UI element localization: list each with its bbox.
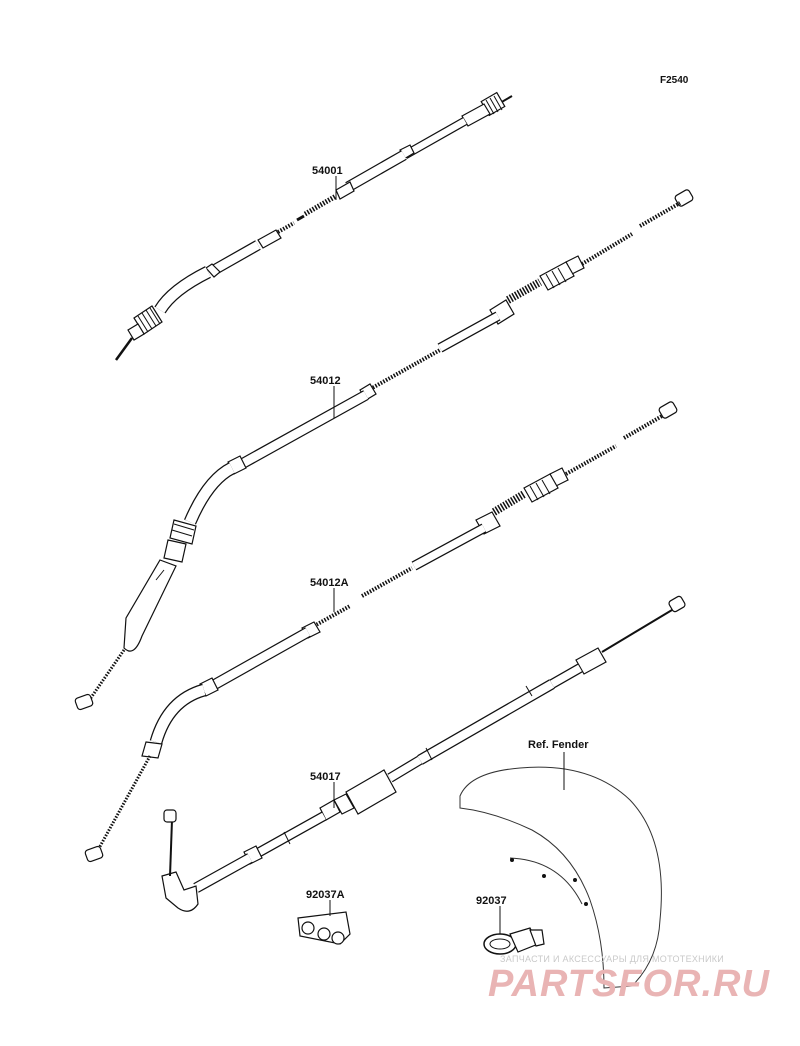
front-fender [459,766,662,989]
part-label-92037A: 92037A [306,889,345,901]
cable-54001 [114,91,513,361]
grommet-92037 [483,927,545,955]
diagram-code: F2540 [660,75,689,86]
part-label-54001: 54001 [312,165,343,177]
watermark-brand: PARTSFOR.RU [488,963,770,1005]
clamp-92037A [297,911,351,945]
cable-54012A [84,401,678,863]
part-label-54012A: 54012A [310,577,349,589]
part-label-92037: 92037 [476,895,507,907]
ref-fender-label: Ref. Fender [528,739,589,751]
cable-54012 [74,189,694,711]
part-label-54012: 54012 [310,375,341,387]
cable-54017 [161,595,686,912]
watermark-tagline: ЗАПЧАСТИ И АКСЕССУАРЫ ДЛЯ МОТОТЕХНИКИ [500,954,724,964]
part-label-54017: 54017 [310,771,341,783]
